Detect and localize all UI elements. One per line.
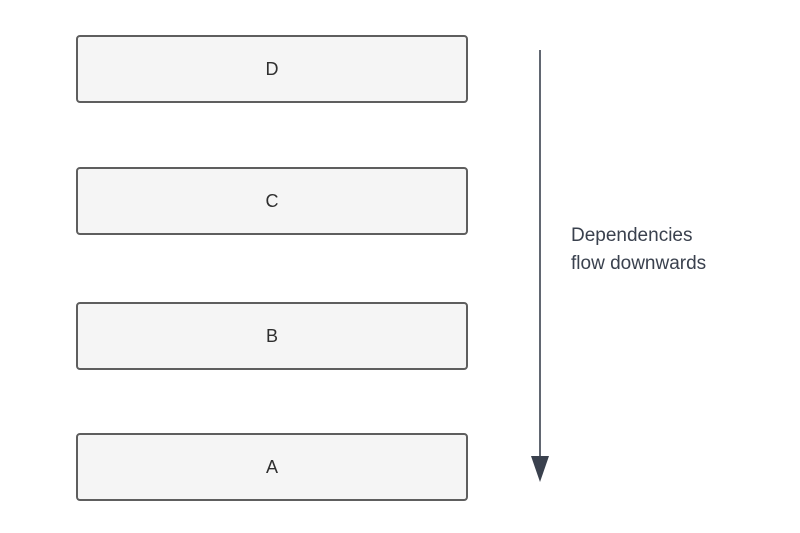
annotation-line-1: Dependencies [571,225,693,246]
node-b-label: B [265,325,278,346]
node-b: B [76,302,468,370]
annotation-line-2: flow downwards [571,253,707,274]
node-c: C [76,167,468,235]
node-d-label: D [265,58,279,79]
node-d: D [76,35,468,103]
node-a: A [76,433,468,501]
annotation-text: Dependencies flow downwards [571,222,706,278]
node-c-label: C [265,190,279,211]
node-a-label: A [265,456,278,477]
down-arrow-head [531,456,549,482]
